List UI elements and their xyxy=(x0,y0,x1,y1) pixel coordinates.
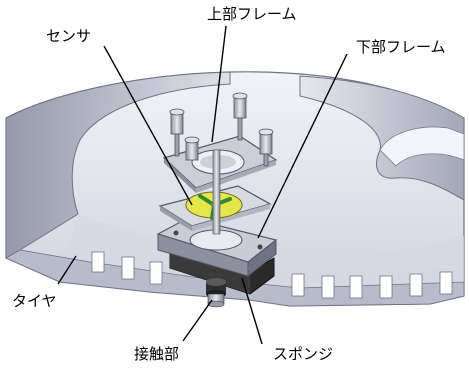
leader-sensor xyxy=(103,45,193,206)
leader-tire xyxy=(57,255,77,285)
label-tire: タイヤ xyxy=(12,292,57,310)
center-shaft xyxy=(212,149,221,235)
leader-lower-frame xyxy=(257,53,348,239)
bolts xyxy=(169,92,274,167)
label-sponge: スポンジ xyxy=(273,345,334,363)
leader-lines xyxy=(57,25,348,345)
label-lower-frame: 下部フレーム xyxy=(356,38,446,56)
leader-upper-frame xyxy=(211,25,227,143)
label-contact: 接触部 xyxy=(134,345,180,363)
leader-sponge xyxy=(241,277,263,345)
tire-tread-grooves xyxy=(91,251,453,299)
contact-part xyxy=(206,278,226,308)
tire-body xyxy=(5,71,465,307)
label-sensor: センサ xyxy=(46,27,92,45)
label-upper-frame: 上部フレーム xyxy=(207,5,297,23)
lower-frame xyxy=(156,217,278,278)
leader-contact xyxy=(182,299,213,342)
